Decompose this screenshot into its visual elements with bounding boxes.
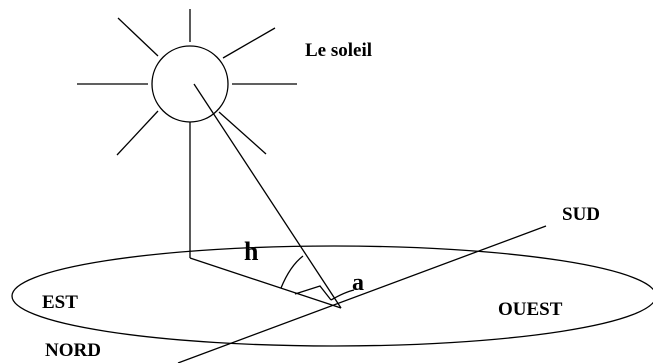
sun-ray [222,27,276,59]
sun-ray [117,17,159,57]
sun-label: Le soleil [305,40,372,61]
height-angle-label: h [244,237,259,266]
sun-ray [116,110,159,156]
horizon-ellipse [11,245,653,347]
sun-disc [151,45,229,123]
north-label: NORD [45,340,101,361]
ground-projection-line [189,257,342,309]
sun-ray-to-ground [193,83,342,309]
height-angle-arc [280,255,304,289]
south-label: SUD [562,204,600,225]
north-south-axis [177,225,547,363]
west-label: OUEST [498,299,563,320]
sun-ray [218,111,267,155]
azimuth-angle-arc [294,285,332,301]
sun-icon [77,9,297,156]
east-label: EST [42,292,78,313]
azimuth-angle-tick [330,289,355,301]
azimuth-angle-label: a [352,270,364,296]
